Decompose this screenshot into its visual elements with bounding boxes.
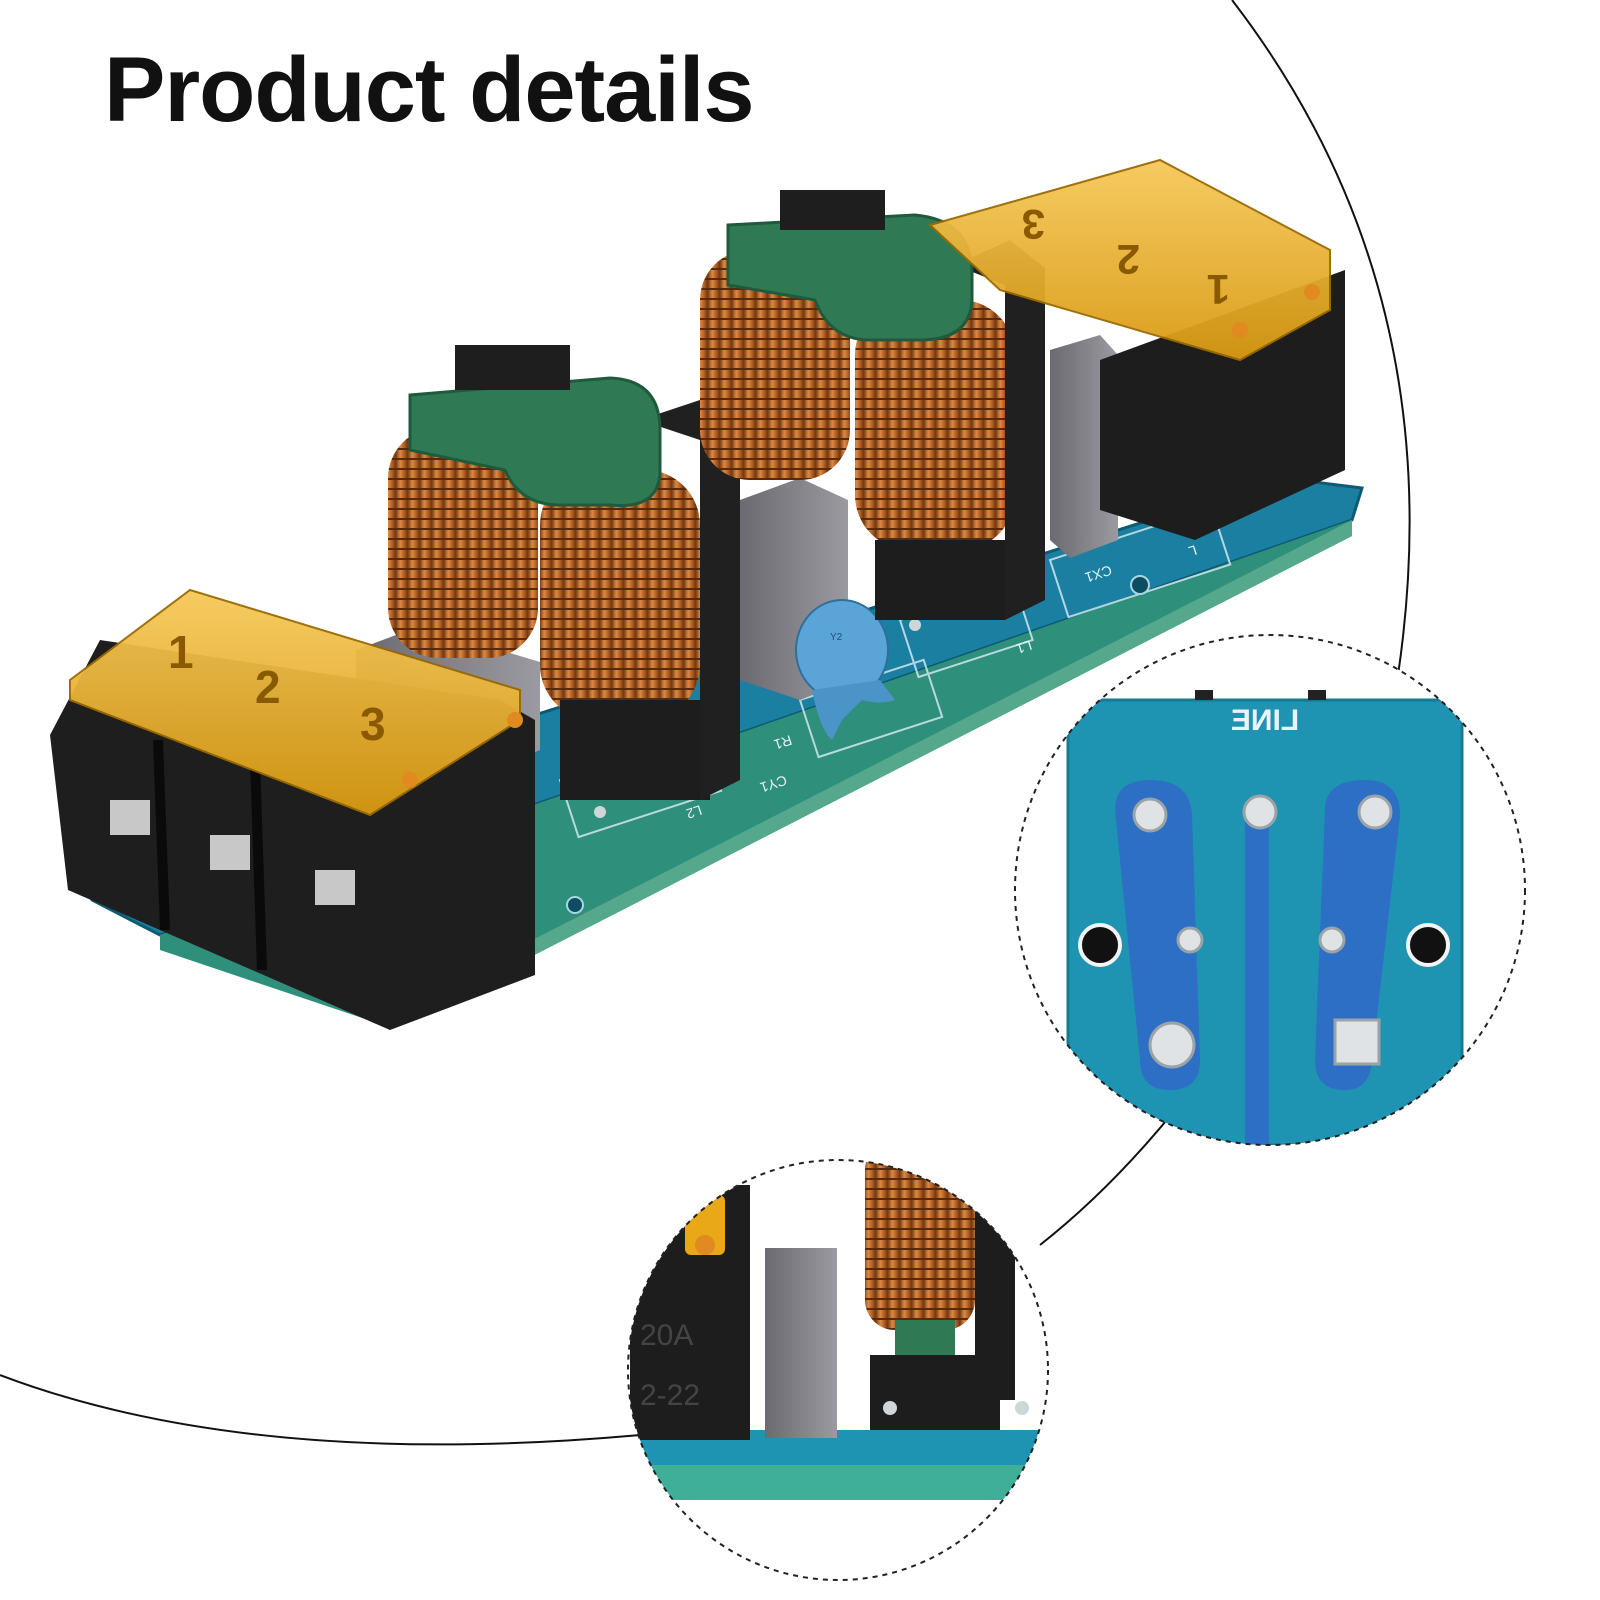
decorative-arc-right: [1231, 0, 1411, 676]
front-terminal-label-3: 3: [360, 698, 386, 750]
rear-terminal-label-1: 1: [1207, 266, 1230, 313]
filter-board-photo: L2 CY1 R1 L1 CX1 L Y2: [50, 158, 1364, 1030]
rear-terminal-label-2: 2: [1117, 236, 1140, 283]
choke-rear: [700, 190, 1045, 620]
silk-r1: R1: [772, 732, 794, 753]
decorative-arc-link: [1039, 1109, 1176, 1246]
rear-terminal-label-3: 3: [1022, 201, 1045, 248]
front-terminal-label-1: 1: [168, 626, 194, 678]
zoom-housing-label-20a: 20A: [640, 1319, 693, 1352]
zoom-line-label: LINE: [1231, 704, 1299, 737]
silk-l1: L1: [1014, 637, 1034, 657]
page-title: Product details: [104, 39, 755, 141]
front-terminal-label-2: 2: [255, 661, 281, 713]
zoom-side-detail: 20A 2-22: [627, 1159, 1049, 1581]
terminal-block-front: 1 2 3: [50, 588, 535, 1030]
terminal-block-rear: 3 2 1: [928, 158, 1345, 540]
svg-text:Y2: Y2: [830, 632, 843, 643]
choke-front: [388, 345, 740, 800]
zoom-housing-label-2-22: 2-22: [640, 1379, 700, 1412]
silk-l2: L2: [684, 802, 704, 822]
decorative-arc-bottom: [0, 1374, 641, 1446]
y-capacitor: Y2: [795, 599, 895, 740]
zoom-pcb-back: LINE: [1014, 634, 1526, 1146]
